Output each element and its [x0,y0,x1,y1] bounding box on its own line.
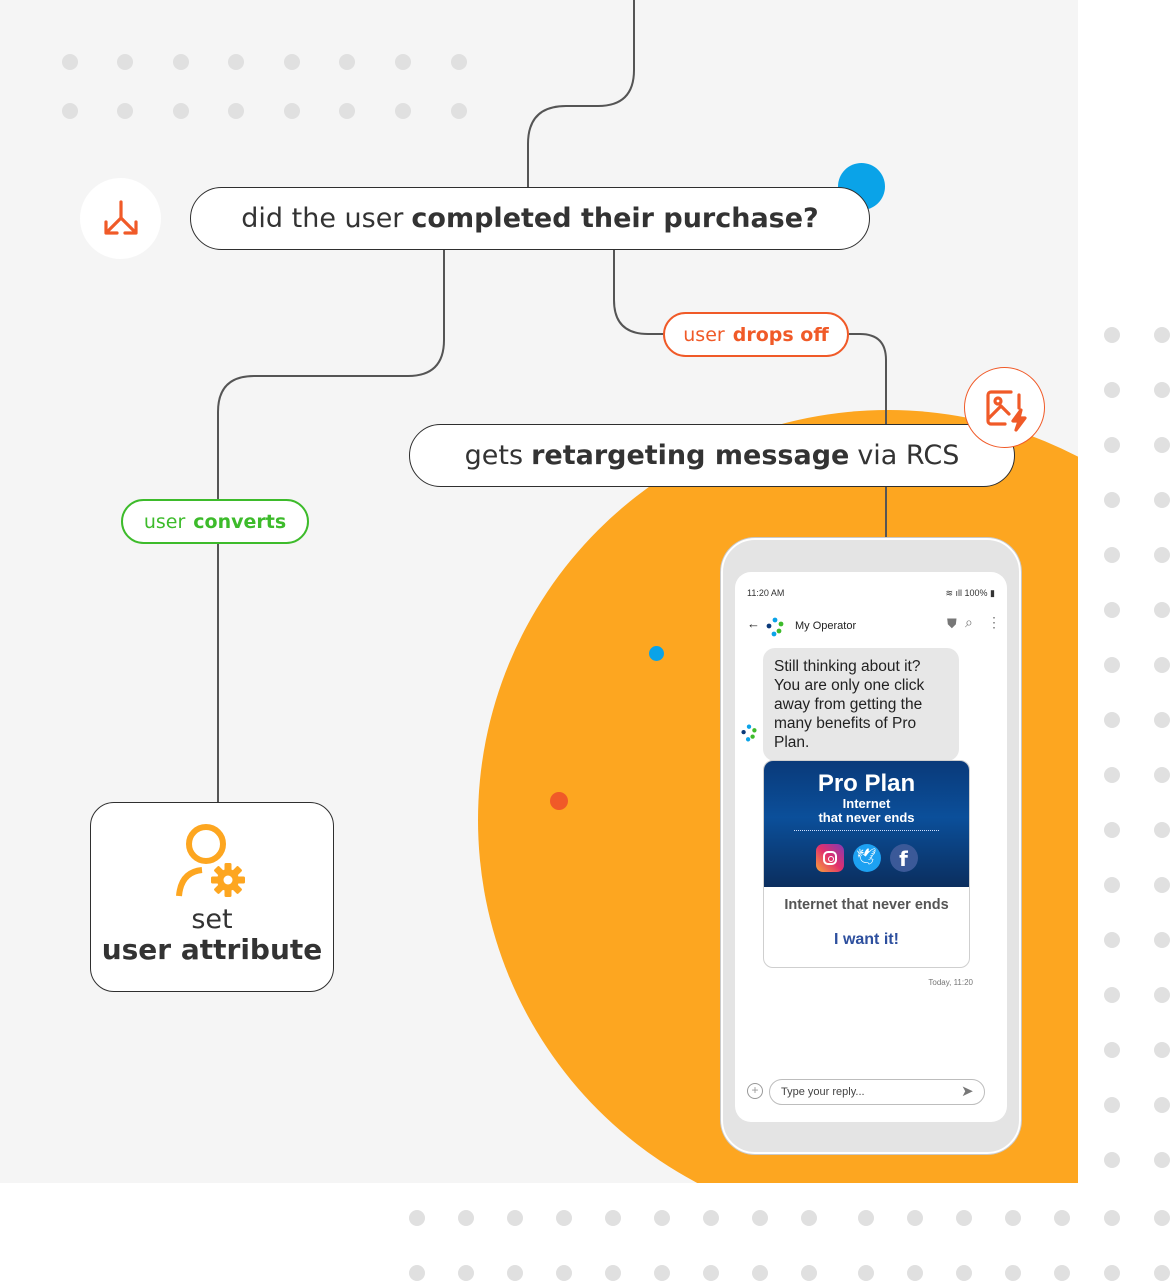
branch-drops-off: user drops off [663,312,849,357]
orange-small-dot [550,792,568,810]
more-options-icon[interactable]: ⋮ [987,614,1001,630]
branch-dropoff-bold: drops off [732,323,829,346]
send-icon[interactable]: ➤ [961,1083,974,1100]
status-bar: 11:20 AM ≋ ıll 100% ▮ [747,588,995,599]
attribute-line1: set [191,904,233,935]
blue-small-dot [649,646,664,661]
branch-converts-bold: converts [193,510,287,533]
card-divider [794,830,939,832]
decision-prefix: did the user [241,203,404,234]
status-right: ≋ ıll 100% ▮ [945,588,995,599]
user-gear-icon [176,824,245,897]
operator-avatar-icon [741,724,757,742]
split-icon-circle [80,178,161,259]
diagram-panel: did the user completed their purchase? u… [62,0,1078,1183]
branch-dropoff-prefix: user [683,323,725,346]
card-subtitle-1: Internet [842,796,891,811]
chat-sender-name: My Operator [795,620,857,632]
rich-card-media: Pro Plan Internet that never ends 🕊 f [764,761,969,887]
search-icon[interactable]: ⌕ [965,614,973,630]
status-battery: 100% [964,588,988,598]
add-attachment-icon[interactable]: + [747,1083,763,1099]
decision-bold: completed their purchase? [411,203,819,234]
split-arrows-icon [103,199,138,235]
message-timestamp: Today, 11:20 [928,978,973,987]
message-bubble: Still thinking about it? You are only on… [763,648,959,761]
retarget-bold: retargeting message [531,440,850,471]
image-bolt-icon [985,389,1027,432]
card-title: Pro Plan [817,770,916,797]
battery-icon: ▮ [987,588,995,598]
facebook-icon: f [889,844,918,872]
signal-icon: ≋ ıll [945,588,965,598]
card-action-button[interactable]: I want it! [834,931,899,948]
connector-lines [217,0,887,803]
branch-converts: user converts [121,499,309,544]
attribute-line2: user attribute [101,933,323,966]
verified-shield-icon: ⛊ [947,616,957,631]
retarget-prefix: gets [464,440,524,471]
reply-input[interactable]: Type your reply... [769,1079,985,1105]
instagram-icon [815,844,844,872]
rich-card[interactable]: Pro Plan Internet that never ends 🕊 f [763,760,970,968]
image-icon-circle [964,367,1045,448]
branch-converts-prefix: user [143,510,186,533]
status-time: 11:20 AM [747,588,785,598]
retarget-node: gets retargeting message via RCS [409,424,1015,487]
card-description: Internet that never ends [784,897,949,913]
card-subtitle-2: that never ends [818,810,915,825]
chat-header: ← My Operator ⛊ ⌕ ⋮ [735,610,1007,640]
operator-logo-icon [766,617,784,637]
phone-screen: 11:20 AM ≋ ıll 100% ▮ ← My Operator ⛊ ⌕ … [735,572,1007,1122]
twitter-icon: 🕊 [852,844,881,872]
phone-mockup: 11:20 AM ≋ ıll 100% ▮ ← My Operator ⛊ ⌕ … [721,538,1021,1154]
back-arrow-icon[interactable]: ← [747,616,760,631]
set-attribute-node: set user attribute [90,802,334,992]
decision-node: did the user completed their purchase? [190,187,870,250]
social-icons: 🕊 f [764,844,969,872]
retarget-suffix: via RCS [857,440,960,471]
